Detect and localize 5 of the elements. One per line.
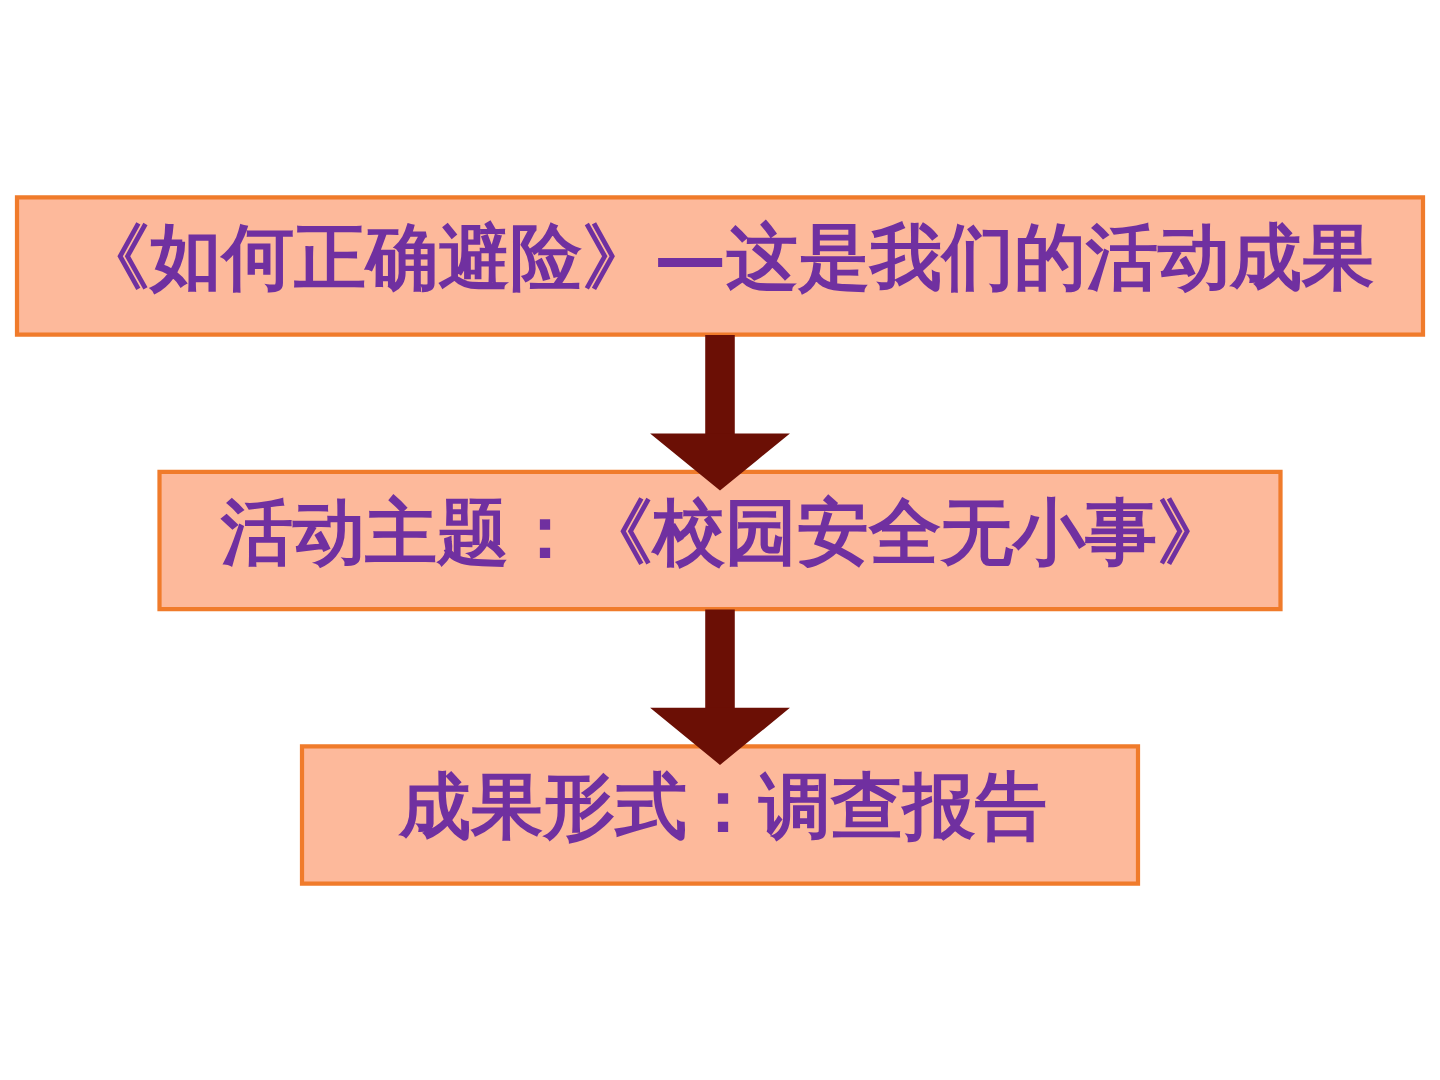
arrow (650, 608, 790, 765)
node-box: 《如何正确避险》—这是我们的活动成果 (14, 194, 1426, 337)
node-box: 成果形式：调查报告 (299, 743, 1141, 886)
arrow (650, 334, 790, 490)
node-box: 活动主题：《校园安全无小事》 (157, 469, 1283, 611)
